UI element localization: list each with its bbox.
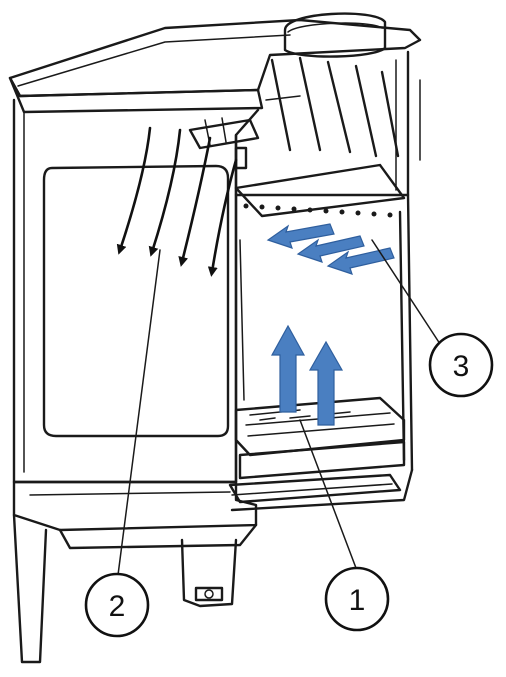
callout-3: 3	[428, 332, 494, 398]
primary-air-arrows	[270, 324, 344, 426]
left-side-panel	[12, 98, 260, 484]
leader-lines	[117, 239, 445, 576]
up-arrow-left	[270, 324, 306, 413]
stove-outline	[8, 12, 422, 664]
baffle-plate	[234, 163, 406, 218]
callout-label-3: 3	[453, 350, 470, 383]
front-leg-right	[180, 538, 238, 608]
side-arrow-2	[296, 235, 365, 263]
side-arrow-1	[266, 223, 335, 249]
airwash-arrows	[116, 126, 238, 277]
base-plinth	[12, 480, 258, 532]
top-plate	[8, 18, 422, 98]
side-window	[42, 164, 230, 438]
callout-label-2: 2	[109, 590, 126, 623]
side-arrow-3	[326, 247, 395, 275]
secondary-air-arrows	[266, 223, 395, 275]
ash-pan	[228, 473, 402, 504]
air-holes-row	[243, 203, 393, 218]
up-arrow-right	[308, 340, 344, 426]
callout-2: 2	[84, 572, 150, 638]
rear-leg	[12, 513, 48, 664]
grate	[234, 396, 406, 457]
callout-label-1: 1	[349, 584, 366, 617]
callout-1: 1	[324, 566, 390, 632]
flue-collar	[283, 12, 387, 58]
